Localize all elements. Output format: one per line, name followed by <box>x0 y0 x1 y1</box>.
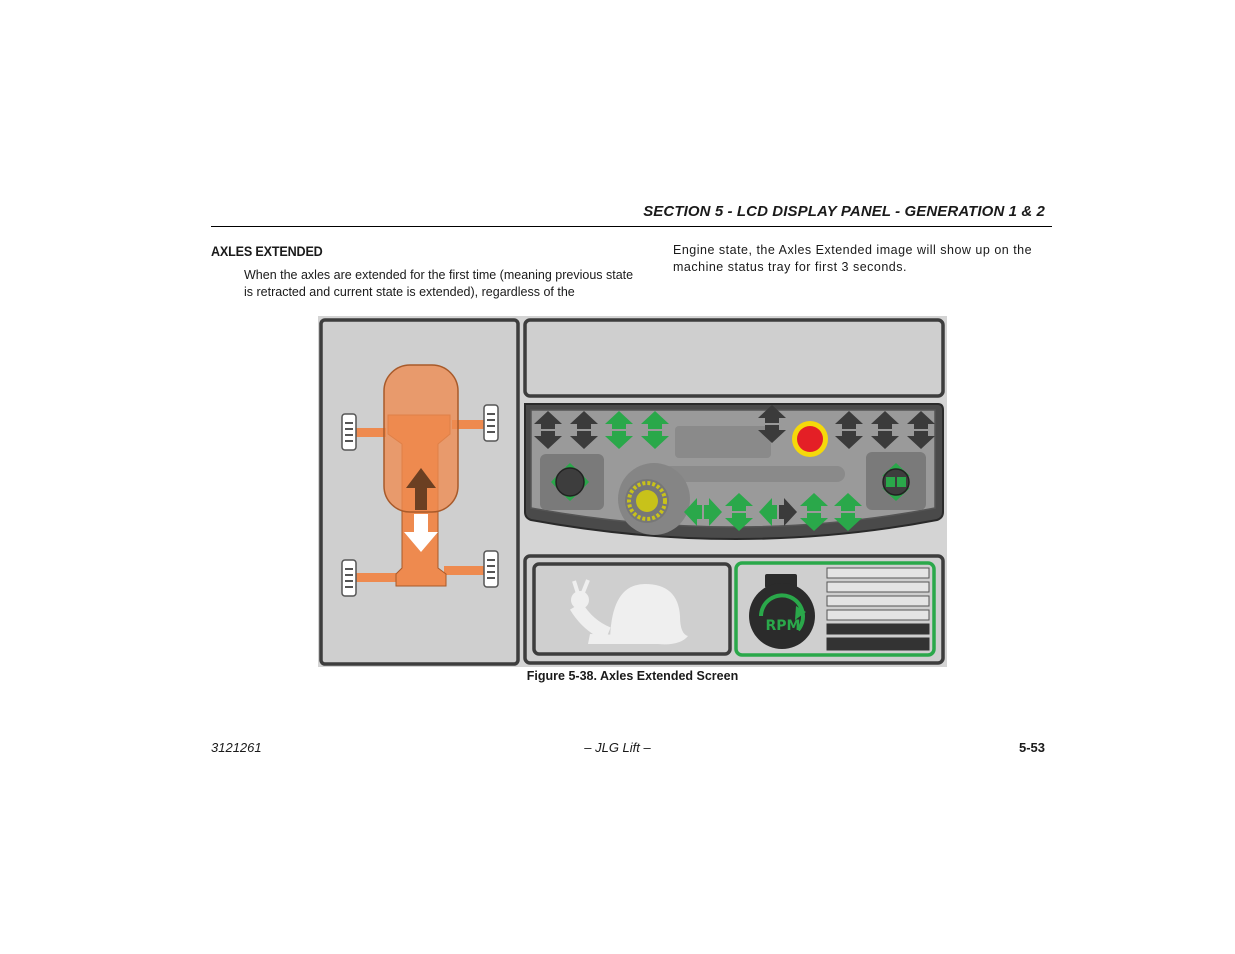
rpm-level-bars <box>826 567 930 651</box>
gripper-icon <box>882 463 910 501</box>
joystick-icon <box>551 463 589 501</box>
page-number: 5-53 <box>1018 740 1045 755</box>
machine-status-tray <box>319 318 520 666</box>
axle-vehicle-icon <box>341 364 499 597</box>
axles-extended-figure: RPM <box>318 316 947 667</box>
extend-arrow-icon <box>406 468 436 510</box>
section-title: SECTION 5 - LCD DISPLAY PANEL - GENERATI… <box>643 203 1045 220</box>
figure-caption: Figure 5-38. Axles Extended Screen <box>526 669 739 683</box>
rpm-label: RPM <box>766 618 801 634</box>
retract-arrow-icon <box>404 514 438 552</box>
doc-number: 3121261 <box>211 740 262 755</box>
footer-brand: – JLG Lift – <box>584 740 651 755</box>
stop-indicator-icon <box>792 421 828 457</box>
body-paragraph-left: When the axles are extended for the firs… <box>244 268 634 299</box>
snail-icon <box>532 562 732 656</box>
dial-icon <box>625 479 669 523</box>
rpm-icon: RPM <box>749 574 815 649</box>
left-right-arrow-icon <box>759 498 797 526</box>
header-divider <box>211 226 1052 227</box>
rpm-panel: RPM <box>734 561 936 657</box>
control-panel <box>524 403 944 540</box>
body-paragraph-right: Engine state, the Axles Extended image w… <box>673 243 1033 274</box>
section-heading: AXLES EXTENDED <box>211 243 323 259</box>
message-panel <box>523 318 945 398</box>
